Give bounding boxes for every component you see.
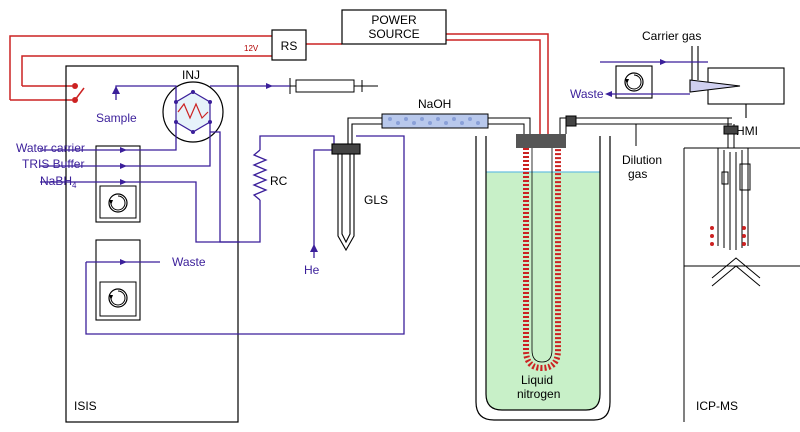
liquid-nitrogen-label-line1: Liquid	[521, 373, 553, 387]
dilution-gas-label-line1: Dilution	[622, 153, 662, 167]
he-label: He	[304, 263, 320, 277]
flow-arrows	[112, 83, 318, 265]
water-carrier-label: Water carrier	[16, 141, 85, 155]
naoh-label: NaOH	[418, 97, 451, 111]
voltage-label: 12V	[244, 44, 259, 53]
gas-tube-to-trap	[488, 117, 531, 134]
rs-label: RS	[281, 39, 298, 53]
carrier-gas-label: Carrier gas	[642, 29, 701, 43]
rs-box	[271, 29, 307, 61]
waste-left-label: Waste	[172, 255, 206, 269]
sample-label: Sample	[96, 111, 137, 125]
gas-tube-to-hmi	[559, 115, 732, 146]
cryogenic-trap-utube	[523, 148, 561, 372]
gls-label: GLS	[364, 193, 388, 207]
hmi-label: HMI	[736, 124, 758, 138]
right-flow-lines	[600, 61, 708, 95]
electrical-wiring	[9, 33, 549, 148]
syringe-icon	[289, 78, 378, 94]
dewar-flask	[475, 136, 611, 421]
pump-rotation-icon	[108, 193, 128, 213]
switch-icon	[60, 83, 85, 103]
gas-liquid-separator	[331, 117, 382, 252]
spray-chamber	[689, 46, 785, 118]
naoh-dryer-tube	[381, 113, 489, 129]
power-source-label-line1: POWER	[371, 13, 417, 27]
isis-box	[65, 65, 239, 423]
hmi-connector	[723, 118, 739, 148]
pump-rotation-icon	[624, 72, 644, 92]
pump-inner-waste	[99, 281, 137, 317]
power-source-box	[341, 9, 447, 45]
dilution-gas-label-line2: gas	[628, 167, 647, 181]
pump-box-reagents	[95, 145, 141, 223]
power-source-label-line2: SOURCE	[368, 27, 419, 41]
pump-box-waste	[95, 239, 141, 321]
pump-rotation-icon	[108, 288, 128, 308]
icpms-label: ICP-MS	[696, 399, 738, 413]
tris-buffer-label: TRIS Buffer	[22, 157, 84, 171]
nabh4-label: NaBH4	[40, 174, 77, 190]
inj-label: INJ	[182, 68, 200, 82]
rf-coil-dots	[710, 226, 746, 246]
isis-label: ISIS	[74, 399, 97, 413]
reaction-coil	[252, 149, 268, 201]
flow-lines	[40, 85, 405, 335]
icp-torch	[683, 147, 800, 422]
injector-valve	[162, 81, 224, 143]
trap-stopper	[516, 134, 566, 148]
pump-inner-reagents	[99, 185, 137, 219]
right-flow-arrows	[605, 59, 667, 97]
pump-box-right	[615, 65, 653, 99]
liquid-nitrogen-label-line2: nitrogen	[517, 387, 560, 401]
rc-label: RC	[270, 174, 288, 188]
waste-right-label: Waste	[570, 87, 604, 101]
